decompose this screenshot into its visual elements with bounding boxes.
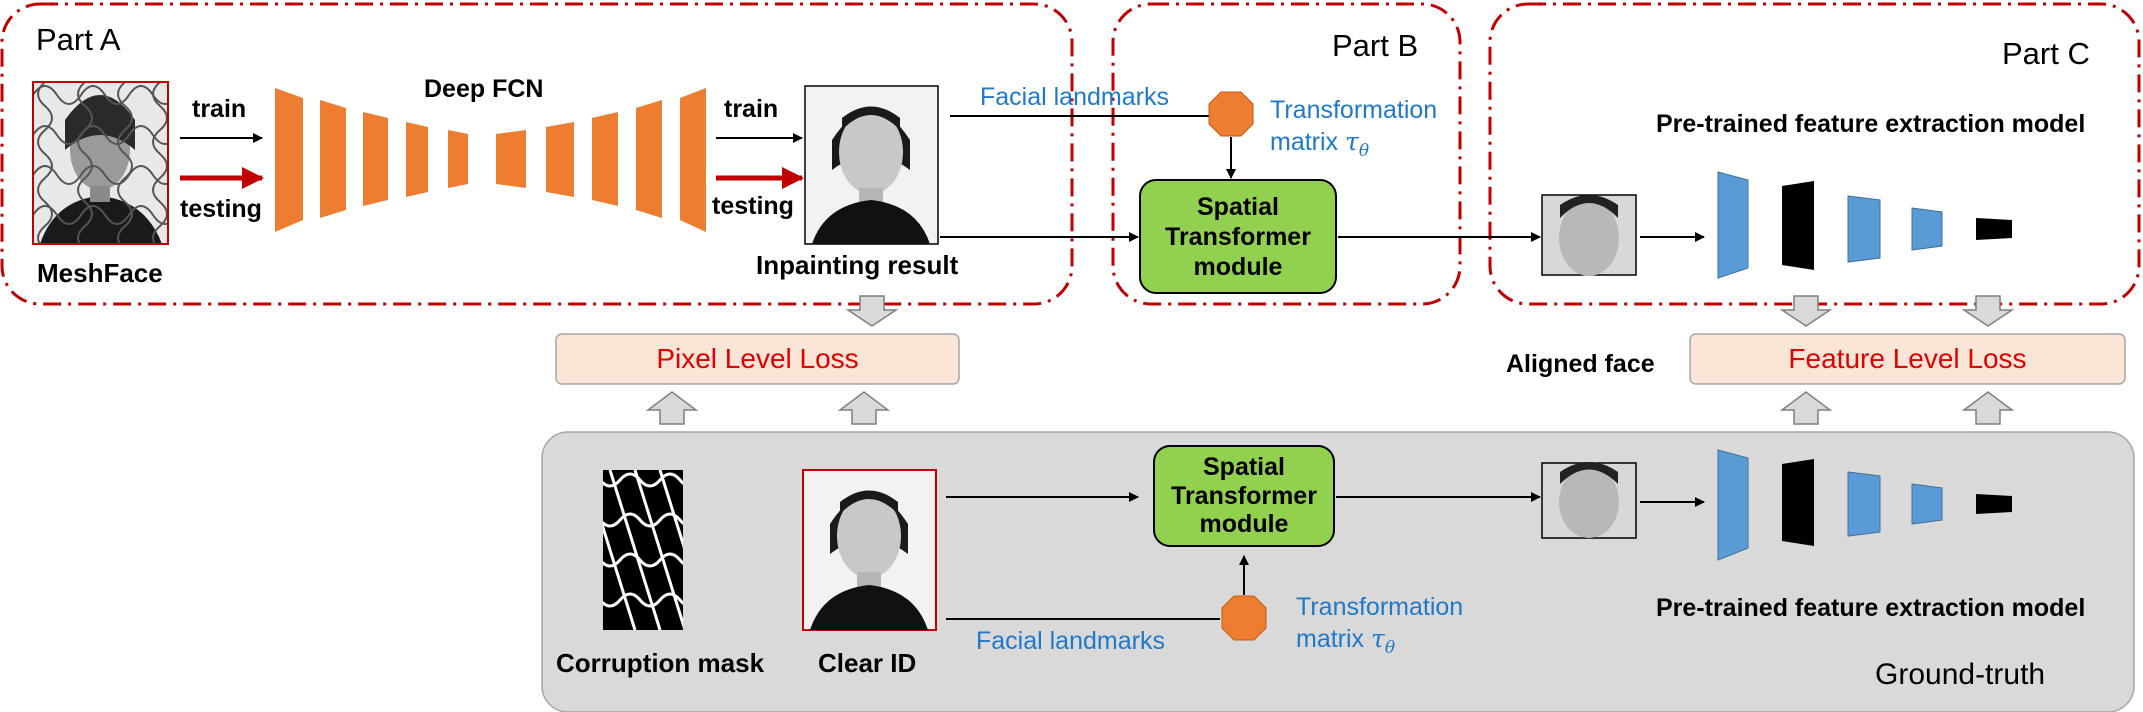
fcn-layer-10 xyxy=(680,88,706,232)
feature-level-loss-box xyxy=(1689,333,2126,385)
part-a-box xyxy=(0,2,1074,306)
meshface-image xyxy=(32,81,169,245)
feature-model-label-bottom: Pre-trained feature extraction model xyxy=(1656,594,2086,622)
fcn-layer-2 xyxy=(320,100,346,218)
meshface-label: MeshFace xyxy=(37,258,163,288)
pixel-loss-up-arrow-right xyxy=(837,391,891,425)
fcn-layer-4 xyxy=(406,122,428,197)
testing-label-right: testing xyxy=(712,192,794,220)
train-label-right: train xyxy=(724,95,779,123)
transformation-matrix-label-top: Transformation matrix τθ xyxy=(1270,96,1438,162)
fcn-layer-8 xyxy=(592,112,618,206)
ground-truth-label: Ground-truth xyxy=(1875,658,2046,691)
inpainting-result-label: Inpainting result xyxy=(756,250,959,280)
feature-model-top xyxy=(1717,171,2012,279)
feature-model-label-top: Pre-trained feature extraction model xyxy=(1656,110,2086,138)
clear-id-image xyxy=(802,469,937,631)
pixel-level-loss-label: Pixel Level Loss xyxy=(656,343,859,374)
stn-module-bottom xyxy=(1153,445,1335,547)
fcn-layer-1 xyxy=(275,88,303,232)
feature-level-loss-label: Feature Level Loss xyxy=(1788,343,2027,374)
part-c-label: Part C xyxy=(2002,36,2090,71)
inpainting-result-image xyxy=(804,85,939,245)
part-a-label: Part A xyxy=(36,22,121,57)
corruption-mask-image xyxy=(603,470,683,630)
corruption-mask-label: Corruption mask xyxy=(556,648,765,678)
feature-loss-arrow-right xyxy=(1961,295,2015,327)
fcn-layer-3 xyxy=(363,112,388,206)
part-b-box xyxy=(1111,2,1462,306)
deep-fcn-label: Deep FCN xyxy=(424,75,544,103)
aligned-face-image-bottom xyxy=(1541,462,1637,539)
fcn-layer-6 xyxy=(496,130,526,188)
stn-module-top xyxy=(1139,179,1337,294)
aligned-face-label: Aligned face xyxy=(1506,350,1655,378)
inpainting-to-loss-arrow xyxy=(845,295,899,327)
train-label-left: train xyxy=(192,95,247,123)
facial-landmarks-label-top: Facial landmarks xyxy=(980,83,1169,111)
testing-label-left: testing xyxy=(180,195,262,223)
deep-fcn-network xyxy=(275,88,706,232)
pixel-level-loss-box xyxy=(555,333,960,385)
facial-landmarks-label-bottom: Facial landmarks xyxy=(976,627,1165,655)
fcn-layer-7 xyxy=(546,122,574,197)
feature-loss-up-arrow-left xyxy=(1779,391,1833,425)
part-b-label: Part B xyxy=(1332,28,1419,63)
clear-id-label: Clear ID xyxy=(818,648,917,678)
aligned-face-image-top xyxy=(1541,194,1637,276)
feature-loss-arrow-left xyxy=(1779,295,1833,327)
stn-label-top: Spatial Transformer module xyxy=(1165,192,1311,281)
pixel-loss-up-arrow-left xyxy=(645,391,699,425)
feature-model-bottom xyxy=(1717,449,2012,561)
transformation-node-bottom xyxy=(1221,595,1267,641)
feature-loss-up-arrow-right xyxy=(1961,391,2015,425)
fcn-layer-5 xyxy=(448,130,468,188)
transformation-node-top xyxy=(1208,91,1254,137)
transformation-matrix-label-bottom: Transformation matrix τθ xyxy=(1296,593,1464,659)
fcn-layer-9 xyxy=(636,100,662,218)
stn-label-bottom: Spatial Transformer module xyxy=(1171,452,1317,539)
